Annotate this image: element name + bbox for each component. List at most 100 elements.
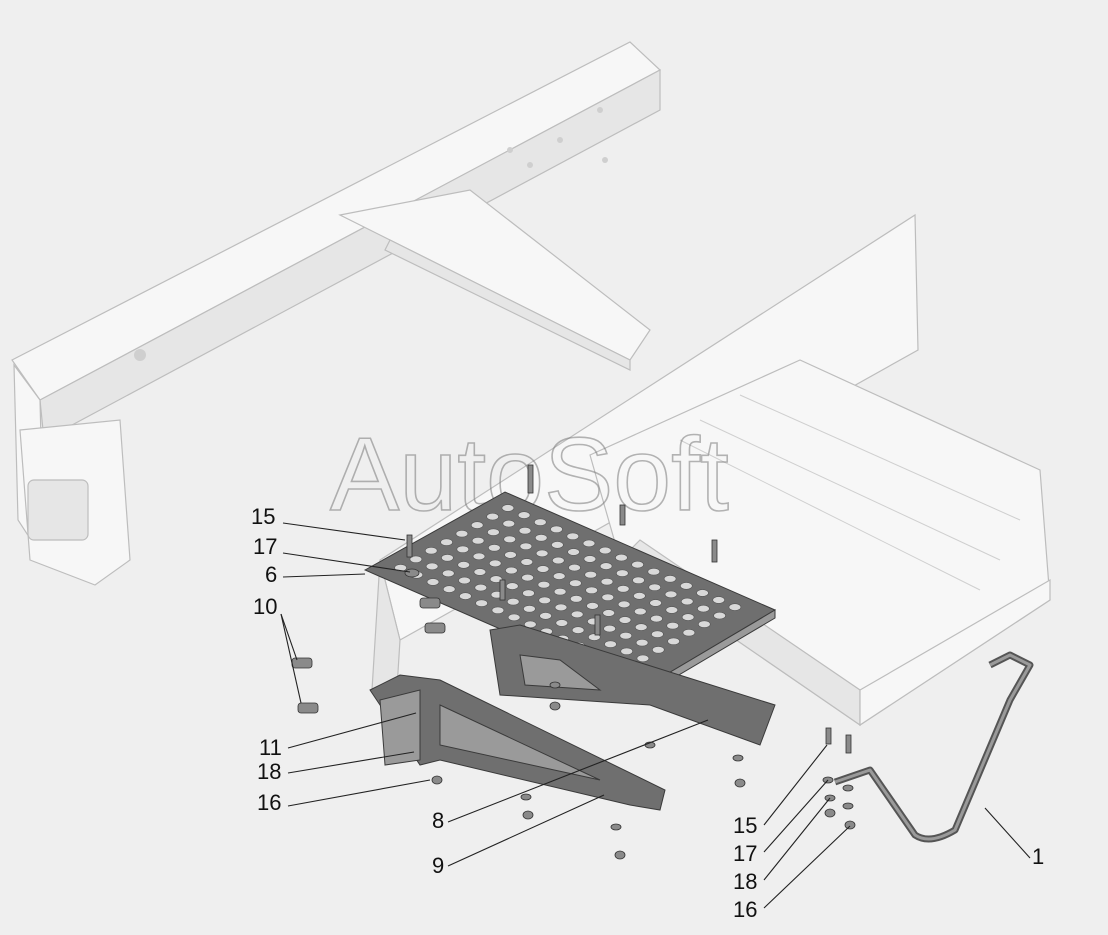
callout-11: 11 — [259, 735, 282, 760]
bracket-upper — [489, 624, 776, 746]
plate-hole — [489, 575, 503, 583]
plate-hole — [487, 544, 501, 552]
plate-hole — [486, 512, 499, 521]
rail-holes — [134, 107, 608, 361]
plate-hole — [728, 603, 742, 611]
plate-hole — [534, 534, 548, 542]
plate-hole — [583, 555, 597, 563]
plate-hole — [503, 535, 517, 543]
callout-16-right: 16 — [733, 897, 757, 922]
plate-hole — [456, 545, 470, 553]
plate-hole — [571, 626, 585, 634]
plate-hole — [697, 604, 710, 613]
plate-hole — [667, 637, 680, 645]
plate-hole — [570, 610, 584, 619]
plate-hole — [569, 579, 582, 587]
plate-hole — [553, 587, 567, 596]
plate-hole — [533, 518, 547, 526]
plate-hole — [472, 552, 486, 561]
plate-hole — [679, 582, 693, 590]
plate-hole — [617, 600, 631, 609]
callout-10: 10 — [253, 594, 277, 619]
plate-hole — [470, 521, 484, 529]
fasteners — [291, 464, 856, 860]
plate-hole — [601, 593, 615, 601]
plate-hole — [523, 605, 536, 613]
plate-hole — [633, 592, 646, 600]
callout-18-right: 18 — [733, 869, 757, 894]
plate-hole — [459, 592, 472, 600]
plate-hole — [586, 602, 599, 610]
plate-hole — [518, 526, 532, 535]
plate-hole — [681, 613, 695, 621]
plate-hole — [520, 558, 534, 566]
plate-hole — [521, 573, 534, 582]
callout-labels: 15 17 6 10 11 18 16 8 9 15 17 18 16 1 — [251, 504, 1044, 922]
plate-hole — [582, 539, 596, 548]
plate-hole — [409, 555, 423, 563]
plate-hole — [584, 570, 598, 579]
plate-hole — [634, 623, 648, 631]
plate-hole — [616, 585, 630, 593]
plate-hole — [440, 538, 453, 546]
plate-hole — [665, 606, 679, 614]
plate-hole — [651, 630, 664, 638]
plate-hole — [457, 561, 471, 569]
step-plate-holes — [394, 504, 742, 671]
plate-hole — [394, 564, 407, 572]
plate-hole — [632, 576, 645, 584]
plate-hole — [504, 551, 517, 559]
plate-hole — [555, 619, 569, 627]
plate-hole — [696, 589, 709, 597]
plate-hole — [568, 563, 581, 572]
plate-hole — [522, 589, 535, 597]
plate-hole — [648, 583, 662, 591]
plate-hole — [505, 582, 519, 590]
handle-rod — [833, 651, 1034, 843]
plate-hole — [620, 647, 634, 655]
plate-hole — [491, 606, 505, 614]
plate-hole — [636, 654, 650, 663]
plate-hole — [487, 528, 500, 536]
plate-hole — [618, 616, 632, 624]
plate-hole — [488, 559, 502, 568]
callout-6: 6 — [265, 562, 277, 587]
plate-hole — [458, 576, 471, 585]
plate-hole — [538, 596, 552, 604]
plate-hole — [631, 560, 644, 569]
plate-hole — [475, 599, 488, 607]
plate-hole — [505, 566, 518, 575]
plate-hole — [554, 603, 568, 612]
plate-hole — [650, 614, 663, 623]
plate-hole — [535, 549, 549, 558]
plate-hole — [551, 556, 565, 565]
plate-hole — [664, 590, 678, 599]
plate-hole — [473, 568, 487, 576]
callout-16-left: 16 — [257, 790, 281, 815]
plate-hole — [539, 612, 552, 620]
plate-hole — [506, 597, 520, 606]
plate-hole — [552, 572, 566, 580]
plate-hole — [455, 529, 469, 538]
plate-hole — [501, 504, 515, 512]
callout-17-left: 17 — [253, 534, 277, 559]
plate-hole — [680, 597, 694, 606]
plate-hole — [442, 585, 456, 593]
plate-hole — [566, 532, 580, 540]
plate-hole — [651, 646, 665, 654]
plate-hole — [615, 569, 629, 577]
plate-hole — [663, 575, 677, 583]
plate-hole — [682, 628, 696, 637]
plate-hole — [567, 548, 580, 556]
leader-lines — [280, 522, 1031, 909]
callout-15-right: 15 — [733, 813, 757, 838]
plate-hole — [603, 624, 616, 633]
plate-hole — [713, 611, 726, 620]
plate-hole — [441, 569, 455, 578]
plate-hole — [426, 578, 440, 586]
plate-hole — [441, 554, 454, 562]
plate-hole — [536, 565, 550, 573]
plate-hole — [502, 519, 516, 528]
plate-hole — [471, 536, 485, 545]
